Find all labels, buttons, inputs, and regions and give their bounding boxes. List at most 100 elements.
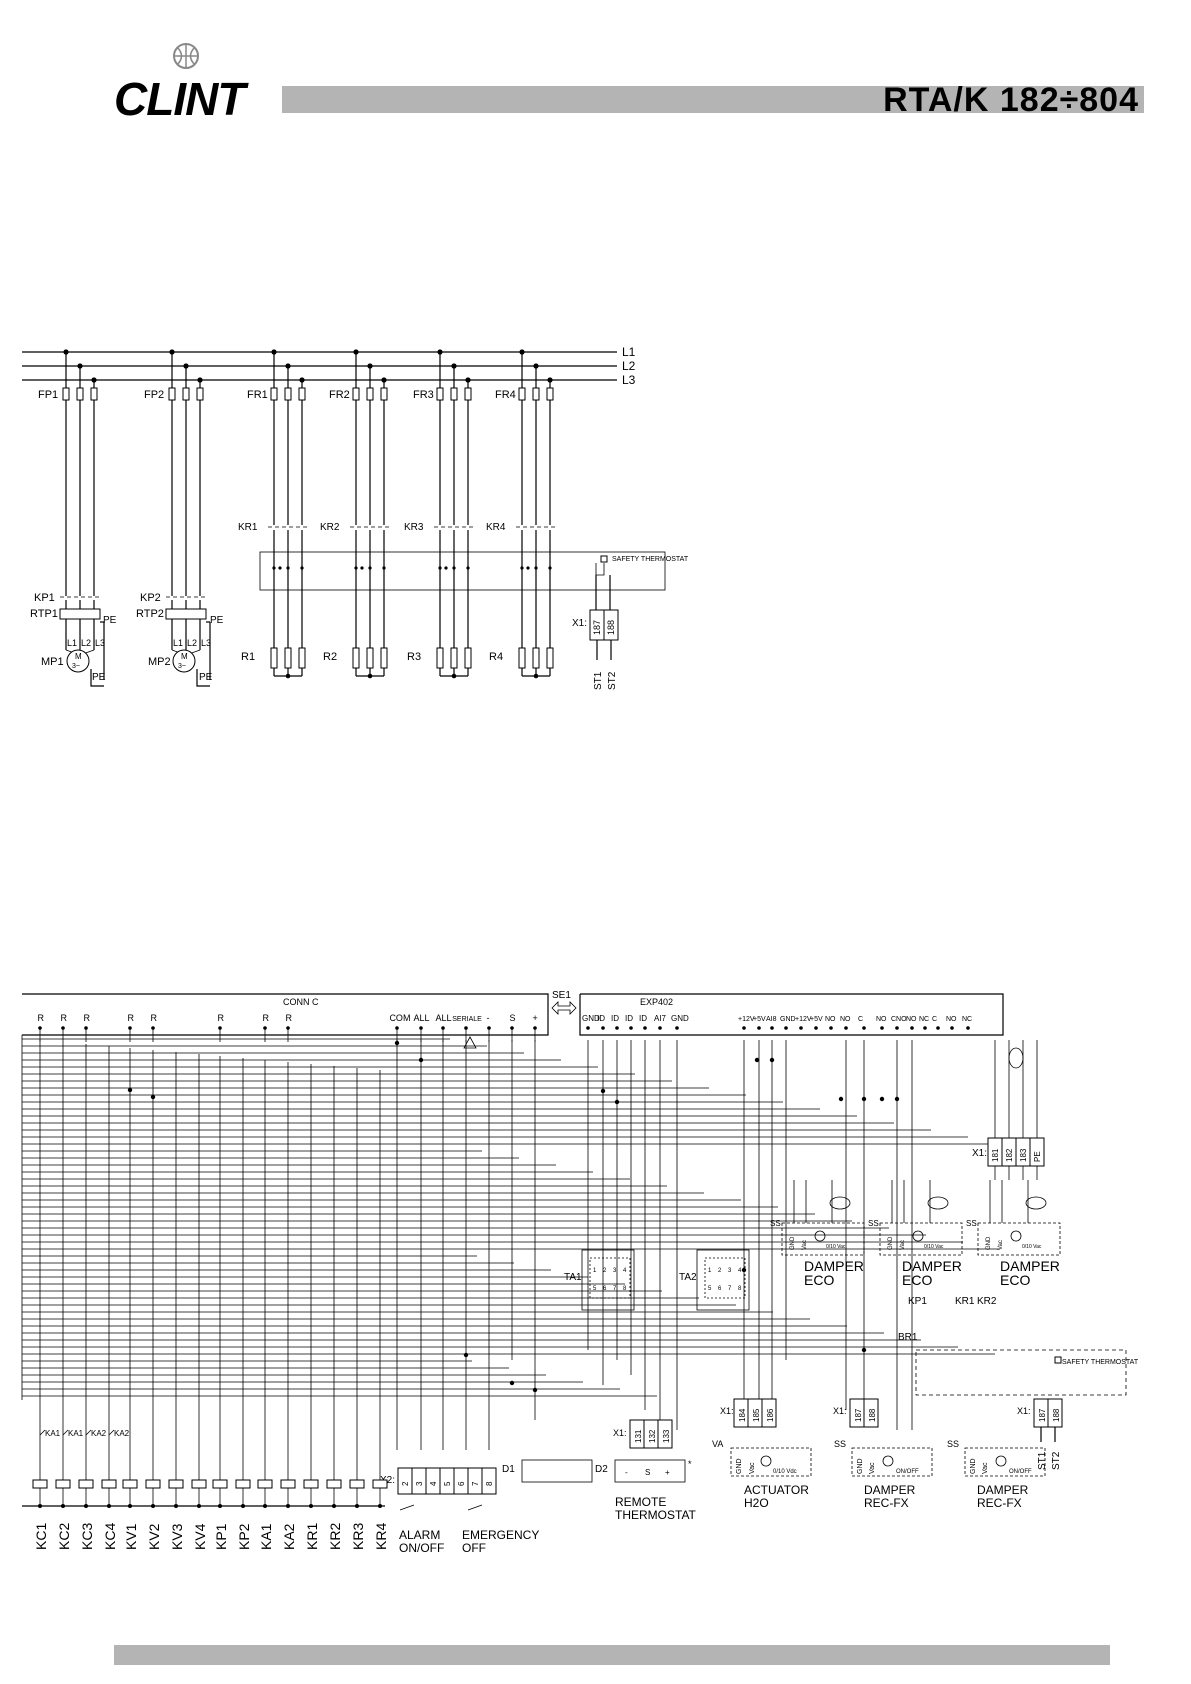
fuse-icon: [546, 387, 554, 401]
actuator-h2o: X1: 184 185 186 VA GND Vac 0/10 Vdc ACTU…: [712, 1398, 812, 1510]
pin-label: +5V: [810, 1016, 823, 1023]
damper-motor-icon: [1010, 1230, 1022, 1242]
pin-label: S: [509, 1013, 515, 1023]
pin-label: ALL: [435, 1013, 451, 1023]
heater-element-icon: [380, 647, 388, 669]
terminal-number: 131: [634, 1429, 643, 1443]
fuse-icon: [182, 387, 190, 401]
terminal-number: 8: [485, 1481, 494, 1486]
pin-number: 1: [593, 1268, 597, 1274]
heater-element-icon: [352, 647, 360, 669]
bus-label: L1: [622, 345, 636, 359]
heater-label: R1: [241, 651, 255, 663]
pin-label: +12V: [795, 1016, 812, 1023]
pin-label: Vac: [869, 1462, 876, 1474]
terminal: [439, 1467, 455, 1495]
damper-blade-icon: [829, 1196, 851, 1210]
coil-label: KC3: [79, 1523, 95, 1550]
heater-element-icon: [532, 647, 540, 669]
pin-label: -: [625, 1468, 628, 1477]
pin-label: R: [285, 1013, 292, 1023]
wire-harness: [21, 1035, 1005, 1480]
emergency-label: EMERGENCY: [462, 1528, 539, 1542]
phase-label: L2: [187, 638, 197, 648]
coil-label: KV4: [192, 1523, 208, 1550]
coil-label: KV3: [169, 1523, 185, 1550]
alarm-label: ALARM: [399, 1528, 440, 1542]
fuse-icon: [298, 387, 306, 401]
terminal: [481, 1467, 497, 1495]
pin-label: GND: [671, 1014, 689, 1023]
fuse-icon: [76, 387, 84, 401]
pin-label: S: [645, 1468, 650, 1477]
ta-frame: [696, 1249, 750, 1311]
pin-label: Vac: [749, 1462, 756, 1474]
heater-element-icon: [464, 647, 472, 669]
pin-label: +: [665, 1468, 670, 1477]
relay-coil-icon: [326, 1479, 342, 1489]
phase-label: L2: [81, 638, 91, 648]
pin-label: GND: [970, 1458, 977, 1474]
terminal-block-x1: X1: 187 188: [572, 609, 619, 641]
model-title: RTA/K 182÷804: [883, 81, 1139, 119]
heater-label: R4: [489, 651, 503, 663]
pin-label: NO: [840, 1016, 851, 1023]
coil-label: KV2: [146, 1523, 162, 1550]
output-label: ST1: [1037, 1451, 1048, 1470]
contactor-label: KP1: [34, 592, 55, 604]
terminal-label: X1:: [833, 1406, 847, 1416]
pin-label: R: [83, 1013, 90, 1023]
serial-link-icon: [551, 1001, 577, 1015]
terminal-number: 132: [648, 1429, 657, 1443]
heater-element-icon: [450, 647, 458, 669]
phase-label: L3: [201, 638, 211, 648]
phase-label: L1: [67, 638, 77, 648]
heater-element-icon: [366, 647, 374, 669]
coil-label: KC1: [33, 1523, 49, 1550]
relay-coil-icon: [212, 1479, 228, 1489]
pin-label: GND: [857, 1458, 864, 1474]
alarm-label: ON/OFF: [399, 1541, 444, 1555]
fuse-icon: [196, 387, 204, 401]
pin-number: 8: [738, 1286, 742, 1292]
fuse-icon: [62, 387, 70, 401]
overload-relay-label: RTP2: [136, 608, 164, 620]
pin-label: Vac: [982, 1462, 989, 1474]
relay-coil-icon: [168, 1479, 184, 1489]
heater-element-icon: [298, 647, 306, 669]
terminal-number: 188: [1052, 1408, 1061, 1422]
se1-label: SE1: [552, 990, 571, 1001]
pin-label: ID: [625, 1014, 633, 1023]
pin-label: 0/10 Vac: [924, 1244, 944, 1250]
terminal: [411, 1467, 427, 1495]
device-sub: ECO: [804, 1272, 834, 1288]
terminal: [425, 1467, 441, 1495]
terminal-label: X1:: [972, 1148, 987, 1159]
coil-label: KR1: [304, 1523, 320, 1550]
device-sub: H2O: [744, 1496, 769, 1510]
relay-coil-icon: [372, 1479, 388, 1489]
fuse-label: FP1: [38, 389, 58, 401]
heater-element-icon: [518, 647, 526, 669]
pin-number: 7: [613, 1286, 617, 1292]
safety-thermostat-label: SAFETY THERMOSTAT: [612, 556, 689, 563]
ss-label: SS: [868, 1219, 879, 1228]
terminal-number: 133: [662, 1429, 671, 1443]
damper-motor-icon: [995, 1455, 1007, 1467]
pin-label: +5V: [753, 1016, 766, 1023]
relay-coil-icon: [235, 1479, 251, 1489]
ss-label: SS: [834, 1439, 846, 1449]
output-label: ST1: [593, 671, 604, 690]
pin-label: +12V: [738, 1016, 755, 1023]
pin-label: ON/OFF: [1009, 1469, 1032, 1475]
fuse-icon: [380, 387, 388, 401]
terminal-label: X1:: [613, 1428, 627, 1438]
pin-number: 4: [738, 1268, 742, 1274]
board-title: CONN C: [283, 997, 319, 1007]
coil-label: KA1: [258, 1523, 274, 1550]
fuse-icon: [284, 387, 292, 401]
brand-logo: CLINT: [114, 43, 245, 126]
